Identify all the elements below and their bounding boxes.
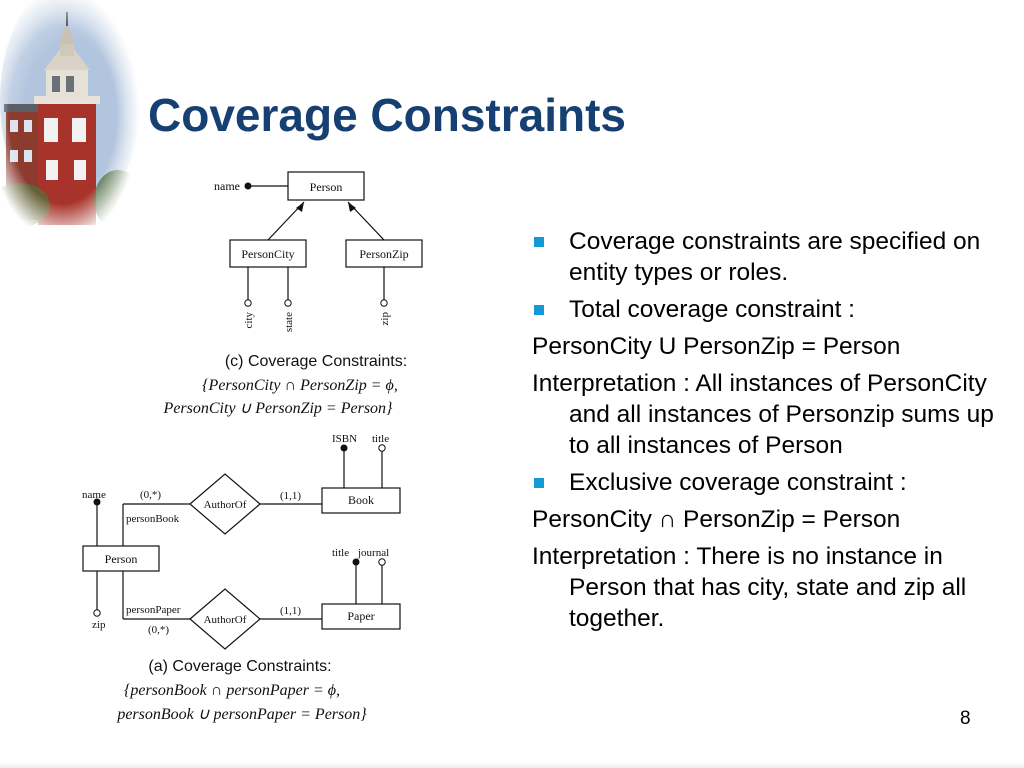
bullet-item: Exclusive coverage constraint : <box>532 467 1002 498</box>
attr-label-city: city <box>243 312 255 329</box>
bullet-square-icon <box>534 305 544 315</box>
body-text-line: PersonCity ∩ PersonZip = Person <box>532 506 901 533</box>
entity-label-person-a: Person <box>105 552 138 566</box>
caption-a: (a) Coverage Constraints: <box>148 658 331 675</box>
page-number: 8 <box>960 708 971 729</box>
slide-title: Coverage Constraints <box>148 89 627 141</box>
role-label-personpaper: personPaper <box>126 604 181 616</box>
entity-box-person-a <box>82 545 160 572</box>
attr-label-zip-a: zip <box>92 619 106 631</box>
footer-divider <box>0 762 1024 768</box>
bullet-square-icon <box>534 478 544 488</box>
entity-label-paper: Paper <box>347 609 374 623</box>
attr-label-zip-c: zip <box>379 312 391 326</box>
caption-c: (c) Coverage Constraints: <box>225 353 407 370</box>
formula-c-line1: {PersonCity ∩ PersonZip = ϕ, <box>202 377 398 394</box>
role-label-personbook: personBook <box>126 513 180 525</box>
bullet-item: Coverage constraints are specified on en… <box>532 226 1002 288</box>
entity-label-personzip: PersonZip <box>359 247 408 261</box>
attr-label-book-title: title <box>372 433 389 445</box>
formula-c-line2: PersonCity ∪ PersonZip = Person} <box>163 400 394 417</box>
entity-box-personcity <box>229 239 307 268</box>
cardinality-bottom-left: (0,*) <box>148 624 169 636</box>
cardinality-top-right: (1,1) <box>280 490 301 502</box>
slide-body: Coverage constraints are specified on en… <box>532 226 1002 640</box>
entity-label-person-c: Person <box>310 180 343 194</box>
cardinality-top-left: (0,*) <box>140 489 161 501</box>
attr-label-name-a: name <box>82 489 106 501</box>
body-text-line: Interpretation : All instances of Person… <box>532 370 994 459</box>
relationship-label-top: AuthorOf <box>204 499 247 511</box>
entity-label-personcity: PersonCity <box>241 247 294 261</box>
cardinality-bottom-right: (1,1) <box>280 605 301 617</box>
bullet-text: Total coverage constraint : <box>569 296 855 323</box>
entity-box-book <box>321 487 401 514</box>
body-text-line: Interpretation : There is no instance in… <box>532 543 967 632</box>
bullet-item: Total coverage constraint : <box>532 294 1002 325</box>
attr-label-journal: journal <box>357 547 389 559</box>
attr-label-name-c: name <box>214 179 240 193</box>
er-diagram: Person name PersonCity PersonZip city st… <box>82 171 423 723</box>
entity-box-paper <box>321 603 401 630</box>
bullet-text: Exclusive coverage constraint : <box>569 469 907 496</box>
attr-label-state: state <box>283 312 295 332</box>
bullet-text: Coverage constraints are specified on en… <box>569 228 981 286</box>
attr-label-isbn: ISBN <box>332 433 357 445</box>
body-text-line: PersonCity U PersonZip = Person <box>532 333 901 360</box>
entity-label-book: Book <box>348 493 374 507</box>
formula-a-line1: {personBook ∩ personPaper = ϕ, <box>124 682 340 699</box>
relationship-label-bottom: AuthorOf <box>204 614 247 626</box>
clock-tower-logo-icon <box>0 0 140 230</box>
attr-label-paper-title: title <box>332 547 349 559</box>
bullet-square-icon <box>534 237 544 247</box>
formula-a-line2: personBook ∪ personPaper = Person} <box>116 706 367 723</box>
